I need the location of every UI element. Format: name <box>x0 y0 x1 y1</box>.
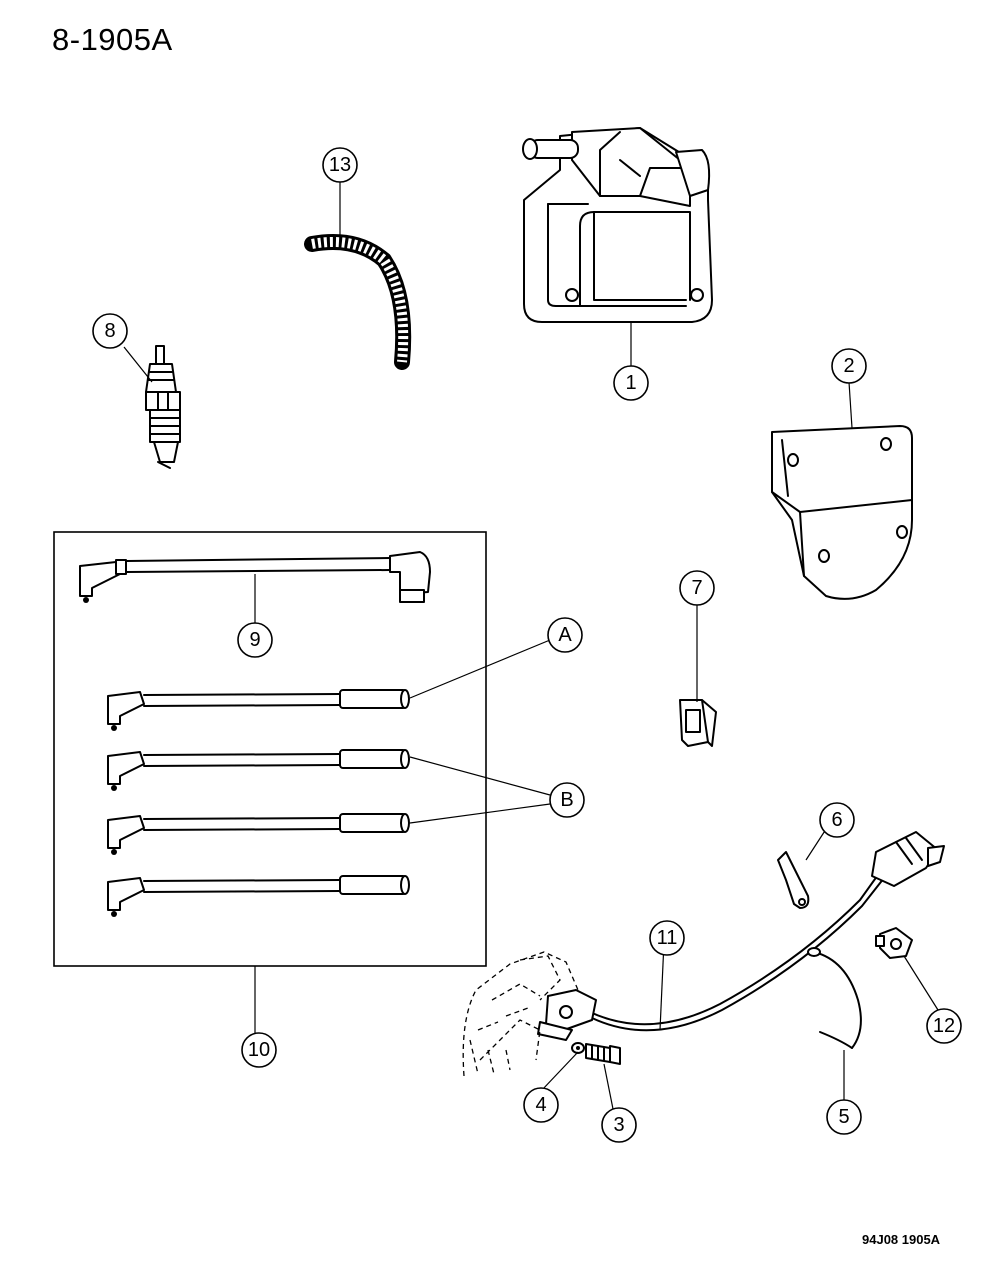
wire-clip-part[interactable] <box>679 699 717 747</box>
svg-text:13: 13 <box>329 154 351 176</box>
callout-B: B <box>549 782 585 818</box>
callout-4: 4 <box>523 1087 559 1123</box>
svg-text:10: 10 <box>248 1039 270 1061</box>
wire-set-box <box>53 531 487 967</box>
sensor-part[interactable] <box>875 927 913 959</box>
diagram-id-label: 8-1905A <box>52 22 173 57</box>
engine-block-outline <box>462 951 579 1077</box>
callout-6: 6 <box>819 802 855 838</box>
svg-text:4: 4 <box>535 1094 546 1116</box>
ignition-coil-part[interactable] <box>522 127 713 323</box>
callout-8: 8 <box>92 313 128 349</box>
callout-1: 1 <box>613 365 649 401</box>
washer-part[interactable] <box>571 1042 585 1054</box>
callout-11: 11 <box>649 920 685 956</box>
plug-wire-2[interactable] <box>107 749 410 791</box>
footer-code-label: 94J08 1905A <box>862 1232 941 1247</box>
ground-strap-part[interactable] <box>807 947 862 1049</box>
leader-lines <box>123 182 939 1110</box>
plug-wire-4[interactable] <box>107 875 410 917</box>
callout-13: 13 <box>322 147 358 183</box>
svg-text:3: 3 <box>613 1114 624 1136</box>
callout-12: 12 <box>926 1008 962 1044</box>
coil-bracket-part[interactable] <box>771 425 913 600</box>
svg-text:2: 2 <box>843 355 854 377</box>
plug-wire-1[interactable] <box>107 689 410 731</box>
plug-wire-3[interactable] <box>107 813 410 855</box>
svg-text:A: A <box>558 624 572 646</box>
svg-text:8: 8 <box>104 320 115 342</box>
spark-plug-part[interactable] <box>145 345 181 469</box>
svg-text:11: 11 <box>657 927 678 949</box>
sensor-bracket-part[interactable] <box>777 851 810 909</box>
coil-wire-part[interactable] <box>79 551 431 603</box>
wire-loom-part[interactable] <box>304 234 412 370</box>
bolt-part[interactable] <box>585 1043 621 1065</box>
svg-text:9: 9 <box>249 629 260 651</box>
svg-text:1: 1 <box>625 372 636 394</box>
svg-text:B: B <box>560 789 573 811</box>
callout-9: 9 <box>237 622 273 658</box>
svg-text:6: 6 <box>831 809 842 831</box>
callout-10: 10 <box>241 1032 277 1068</box>
sensor-harness-part[interactable] <box>537 831 945 1041</box>
svg-text:7: 7 <box>691 577 702 599</box>
callout-2: 2 <box>831 348 867 384</box>
svg-text:5: 5 <box>838 1106 849 1128</box>
callout-3: 3 <box>601 1107 637 1143</box>
callout-7: 7 <box>679 570 715 606</box>
callout-5: 5 <box>826 1099 862 1135</box>
callout-A: A <box>547 617 583 653</box>
svg-text:12: 12 <box>933 1015 955 1037</box>
